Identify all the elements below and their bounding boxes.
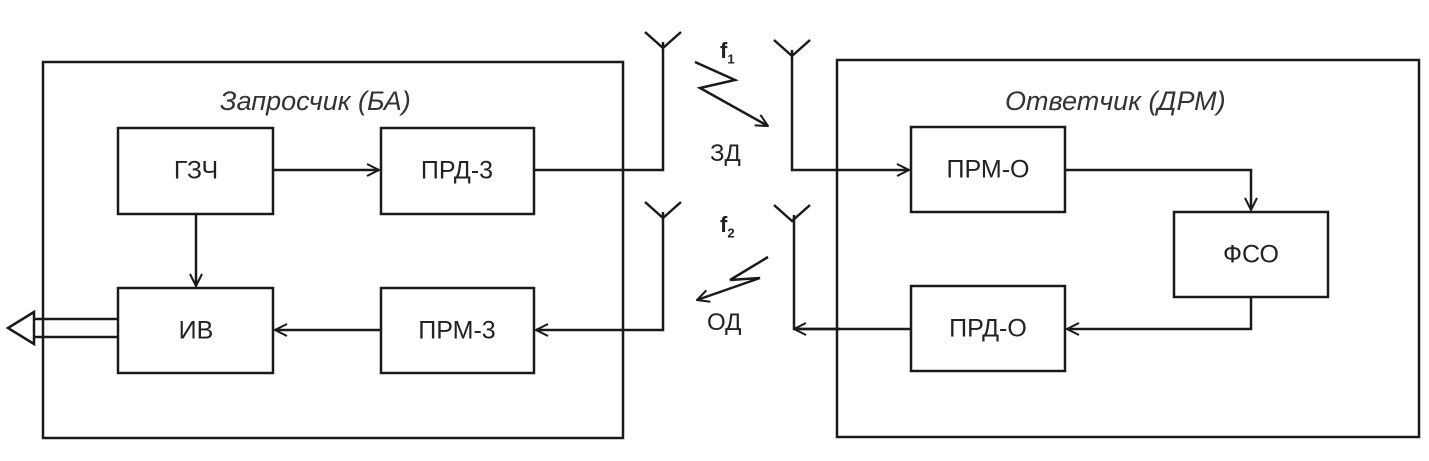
output-arrow-head [5,309,36,347]
gzch-label: ГЗЧ [173,156,219,185]
interrogator-rx-antenna [644,201,682,220]
request-frequency-index: 1 [727,51,735,67]
prd-o-to-antenna-line [792,215,911,331]
interrogator-title: Запросчик (БА) [220,86,411,116]
antenna-to-prm-z-line [536,212,665,330]
antenna-to-prm-o-line [790,50,909,170]
iv-block [116,286,275,375]
interrogator-tx-antenna [644,31,682,50]
transponder-tx-antenna [773,204,811,223]
prd-z-to-antenna-line [534,42,665,172]
transponder-frame [835,58,1421,439]
prd-z-label: ПРД-3 [420,156,494,185]
prm-o-label: ПРМ-О [946,155,1030,184]
fso-to-prd-o-arrow [1067,297,1253,329]
response-frequency-index: 2 [727,225,735,241]
prm-z-label: ПРМ-3 [418,316,496,345]
transponder-title: Ответчик (ДРМ) [1005,86,1226,116]
request-link-zigzag [694,60,768,128]
response-link-zigzag [697,255,769,300]
request-frequency: f1 [720,38,735,66]
request-signal-label: ЗД [710,140,741,167]
iv-label: ИВ [178,316,214,345]
prm-o-to-fso-arrow [1065,168,1251,210]
response-frequency-letter: f [720,212,728,237]
response-frequency: f2 [720,212,735,240]
interrogator-frame [41,60,625,440]
prd-o-label: ПРД-О [949,314,1027,343]
fso-label: ФСО [1223,240,1279,269]
request-frequency-letter: f [720,38,728,63]
response-signal-label: ОД [707,309,742,336]
